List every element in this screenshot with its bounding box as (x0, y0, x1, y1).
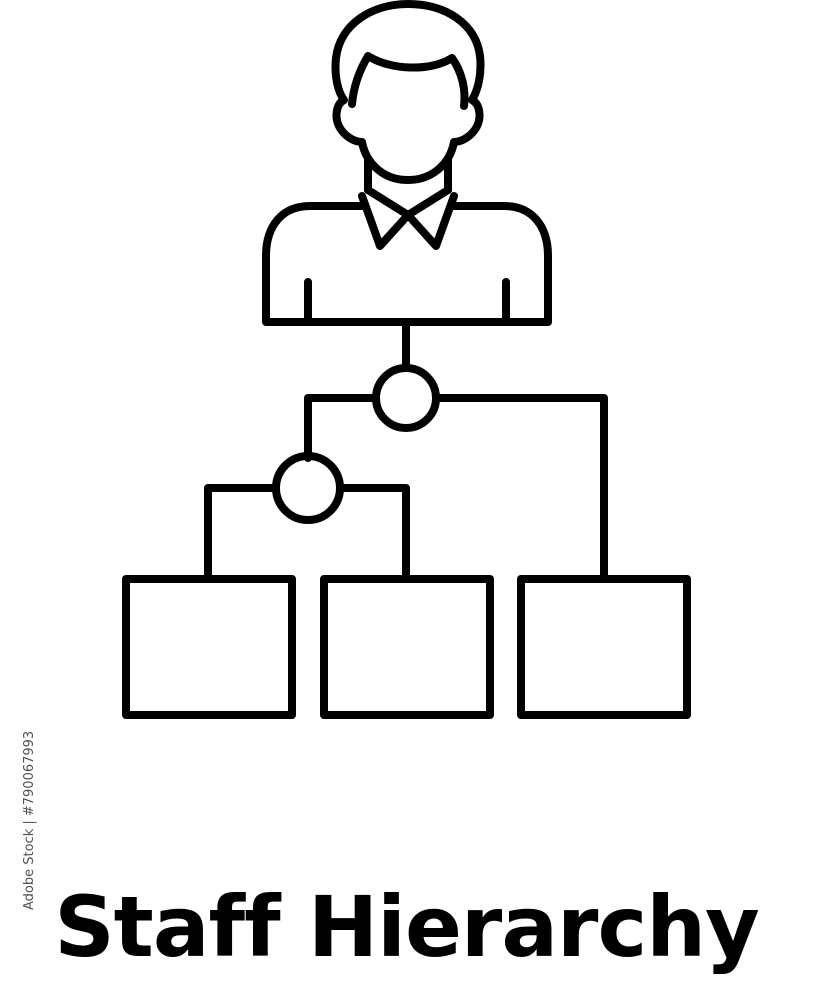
connector-middle-leaf (336, 484, 410, 582)
connector-left-branch (304, 394, 380, 462)
person-head (331, 0, 485, 184)
person-icon (262, 0, 552, 326)
box-right (517, 575, 691, 719)
caption-title: Staff Hierarchy (54, 878, 760, 976)
person-neck (364, 156, 452, 194)
node-circle-top (372, 364, 440, 432)
person-collar (358, 186, 458, 250)
staff-hierarchy-icon (122, 0, 691, 719)
box-left (122, 575, 296, 719)
connector-right-branch (432, 394, 608, 582)
person-hair-line (348, 52, 469, 110)
box-middle (320, 575, 494, 719)
connector-left-leaf (204, 484, 280, 582)
org-chart-connectors (204, 318, 608, 582)
person-arm-lines (304, 278, 510, 326)
node-circle-middle (272, 452, 344, 524)
org-chart-boxes (122, 575, 691, 719)
